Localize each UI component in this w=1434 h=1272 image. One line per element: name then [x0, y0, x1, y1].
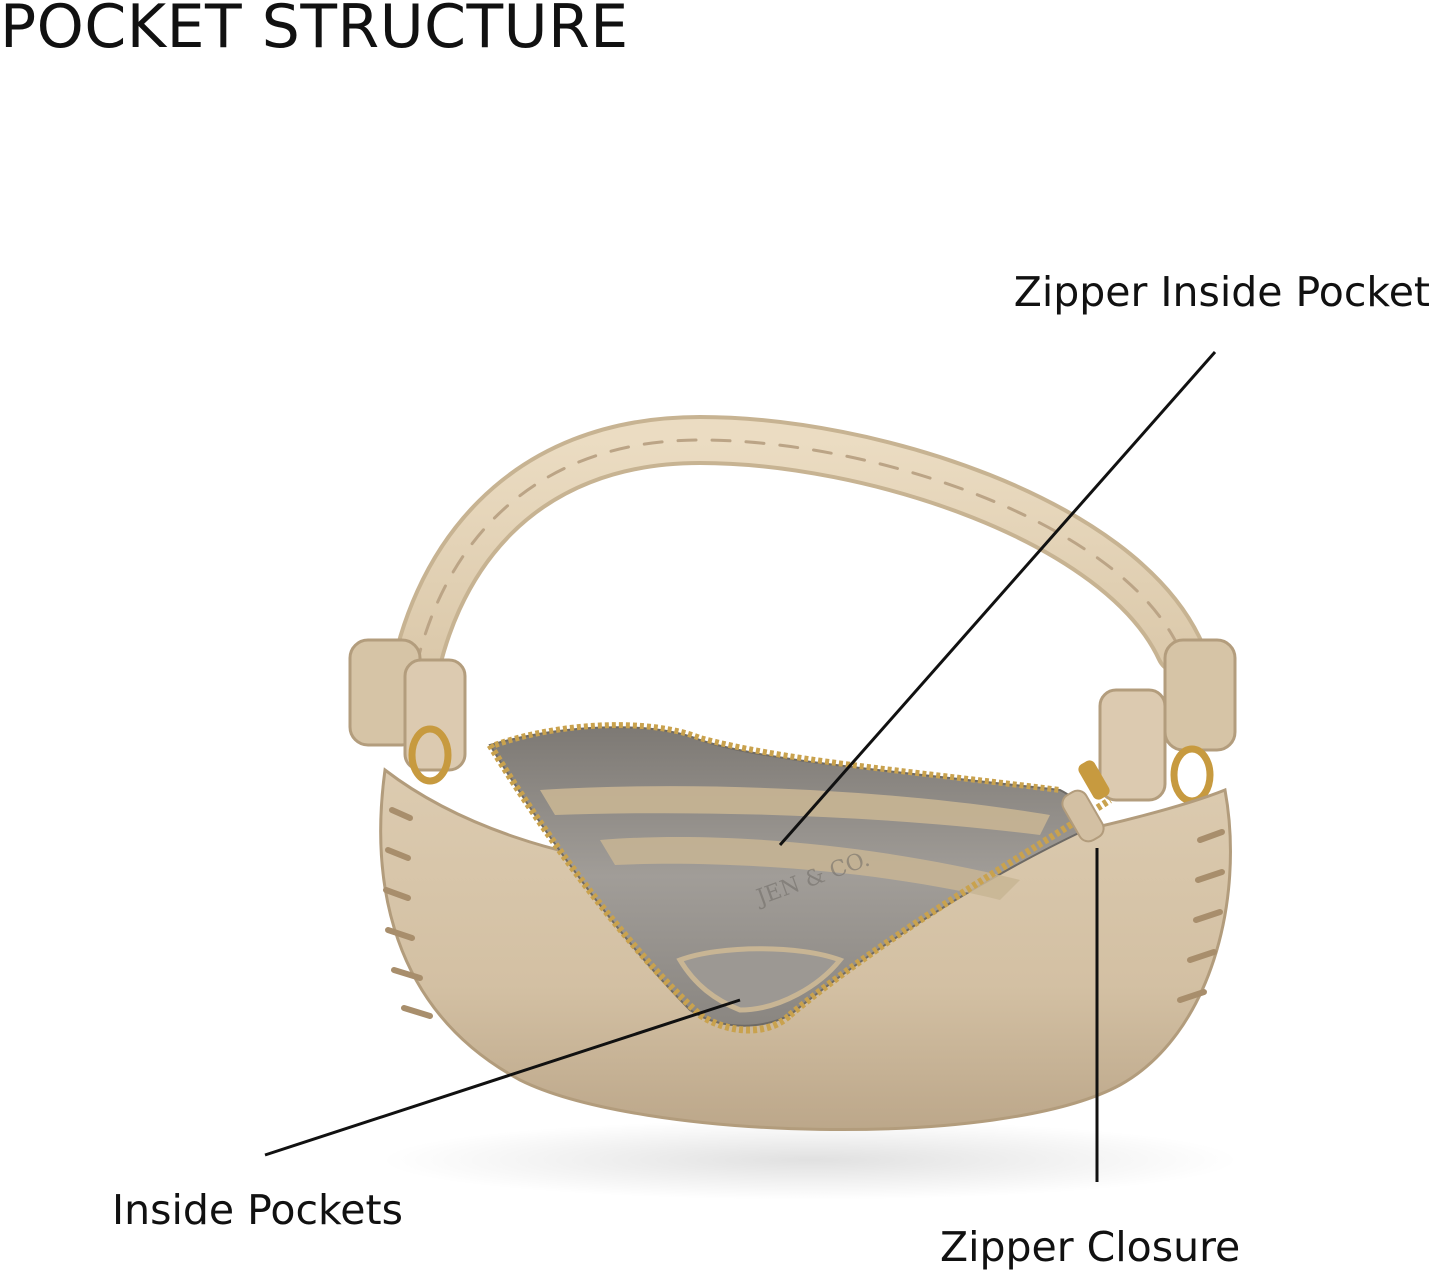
- callout-label-zipper-inside-pocket: Zipper Inside Pocket: [1013, 268, 1430, 316]
- top-zipper-track: [494, 722, 1061, 793]
- right-side-lacing: [1177, 829, 1225, 1003]
- callout-line-zipper-inside-pocket: [778, 351, 1217, 846]
- woven-handle: [385, 414, 1205, 725]
- right-d-ring-icon: [1170, 745, 1214, 805]
- left-d-ring-icon: [408, 725, 452, 785]
- callout-line-inside-pockets: [264, 998, 741, 1157]
- left-side-lacing: [383, 807, 433, 1019]
- inside-pocket-band: [600, 836, 1020, 900]
- page-title: POCKET STRUCTURE: [0, 0, 629, 62]
- bag-shadow: [380, 1120, 1240, 1200]
- left-zipper-track: [487, 743, 793, 1034]
- callout-label-inside-pockets: Inside Pockets: [112, 1186, 403, 1234]
- left-handle-tab: [348, 638, 467, 785]
- lower-inside-pocket: [676, 946, 845, 1013]
- zipper-pull-icon: [1061, 760, 1110, 843]
- zipper-inside-pocket-band: [540, 786, 1050, 835]
- right-handle-tab: [1098, 638, 1237, 805]
- callout-label-zipper-closure: Zipper Closure: [940, 1223, 1241, 1271]
